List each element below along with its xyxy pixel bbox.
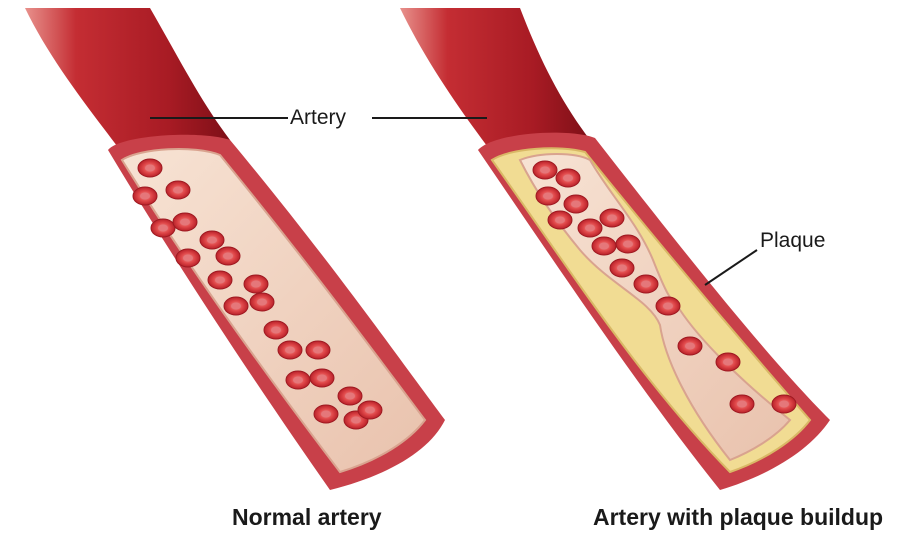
plaque-label: Plaque [760, 229, 825, 253]
blood-cell [536, 187, 560, 205]
blood-cell [556, 169, 580, 187]
blood-cell [338, 387, 362, 405]
blood-cell [133, 187, 157, 205]
blood-cell [716, 353, 740, 371]
blood-cell [548, 211, 572, 229]
blood-cell [310, 369, 334, 387]
blood-cell [286, 371, 310, 389]
blood-cell [200, 231, 224, 249]
blood-cell [730, 395, 754, 413]
blood-cell [306, 341, 330, 359]
normal-artery-caption: Normal artery [232, 504, 382, 531]
blood-cell [600, 209, 624, 227]
blood-cell [656, 297, 680, 315]
blood-cell [616, 235, 640, 253]
blood-cell [244, 275, 268, 293]
blood-cell [151, 219, 175, 237]
plaque-artery-caption: Artery with plaque buildup [593, 504, 883, 531]
plaque-artery-lumen [520, 154, 790, 460]
blood-cell [250, 293, 274, 311]
blood-cell [533, 161, 557, 179]
normal-artery [25, 8, 445, 490]
blood-cell [216, 247, 240, 265]
blood-cell [264, 321, 288, 339]
blood-cell [176, 249, 200, 267]
blood-cell [772, 395, 796, 413]
plaque-artery-wall [400, 8, 590, 150]
plaque-leader-line [705, 250, 757, 285]
blood-cell [166, 181, 190, 199]
blood-cell [564, 195, 588, 213]
blood-cell [224, 297, 248, 315]
blood-cell [138, 159, 162, 177]
blood-cell [278, 341, 302, 359]
blood-cell [610, 259, 634, 277]
blood-cell [678, 337, 702, 355]
blood-cell [314, 405, 338, 423]
artery-label: Artery [290, 106, 346, 130]
blood-cell [208, 271, 232, 289]
normal-artery-wall [25, 8, 230, 150]
blood-cell [173, 213, 197, 231]
blood-cell [592, 237, 616, 255]
blood-cell [578, 219, 602, 237]
blood-cell [634, 275, 658, 293]
blood-cell [358, 401, 382, 419]
